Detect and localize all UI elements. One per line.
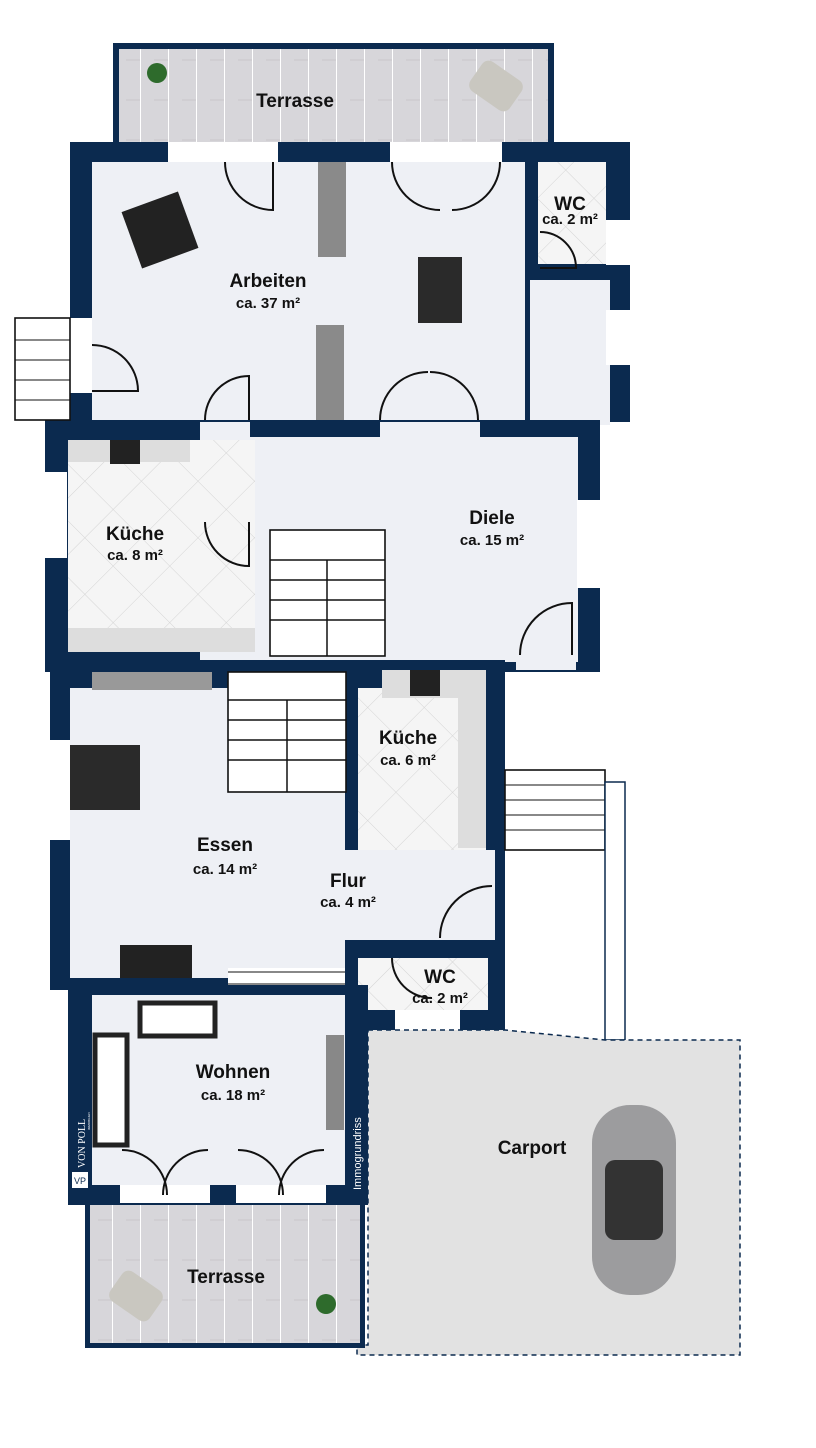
von-poll-logo: VP VON POLL IMMOBILIEN [68,1105,92,1190]
sofa-icon [92,1032,130,1148]
wohnen-label: Wohnen [196,1062,271,1083]
kueche-lower-label: Küche [379,728,437,749]
kueche-lower-area: ca. 6 m² [380,752,436,769]
dining-table-icon [70,745,140,810]
door-kueche-upper [204,521,250,568]
room-wohnen-floor [92,995,345,1185]
stove-icon [410,670,440,696]
wohnen-area: ca. 18 m² [201,1087,265,1104]
essen-area: ca. 14 m² [193,861,257,878]
svg-text:IMMOBILIEN: IMMOBILIEN [87,1112,91,1130]
entry-stairs-left [14,317,71,421]
terrace-bottom [85,1203,365,1348]
lounge-chair-icon [469,60,523,112]
carport [356,1029,741,1356]
wc-lower-label: WC [424,967,456,988]
terrace-top-label: Terrasse [256,91,334,112]
room-diele-floor [200,437,578,662]
desk-icon [121,191,199,269]
room-flur-floor [345,850,495,940]
door-diele-exit [519,601,573,656]
terrace-bottom-label: Terrasse [187,1267,265,1288]
sofa-icon [137,1000,218,1039]
lounge-chair-icon [109,1270,163,1322]
door-flur [439,885,493,939]
kueche-upper-label: Küche [106,524,164,545]
diele-area: ca. 15 m² [460,532,524,549]
svg-text:VON POLL: VON POLL [77,1119,88,1168]
room-kueche-upper-floor [68,440,255,630]
tv-cabinet-icon [326,1035,344,1130]
entry-stairs-right [504,769,606,851]
door-side-entry [91,344,140,392]
flur-area: ca. 4 m² [320,894,376,911]
desk-icon [120,945,192,978]
arbeiten-area: ca. 37 m² [236,295,300,312]
svg-text:VP: VP [74,1176,86,1186]
kueche-upper-area: ca. 8 m² [107,547,163,564]
room-wc-lower-floor [358,958,488,1010]
plant-icon [147,63,167,83]
credit-label: Immogrundriss [352,1117,364,1190]
lower-building [50,660,626,1205]
wc-lower-area: ca. 2 m² [412,990,468,1007]
arbeiten-label: Arbeiten [229,271,306,292]
upper-building [14,142,630,672]
dining-table-icon [418,257,462,323]
wc-top-area: ca. 2 m² [542,211,598,228]
stove-icon [110,440,140,464]
diele-label: Diele [469,508,514,529]
room-wc-top-floor [538,162,606,264]
essen-label: Essen [197,835,253,856]
terrace-top: Terrasse [113,43,554,144]
door-arbeiten-terrace [224,161,501,212]
flur-label: Flur [330,871,366,892]
carport-label: Carport [498,1138,567,1159]
wc-top-label: WC [554,194,586,215]
plant-icon [316,1294,336,1314]
